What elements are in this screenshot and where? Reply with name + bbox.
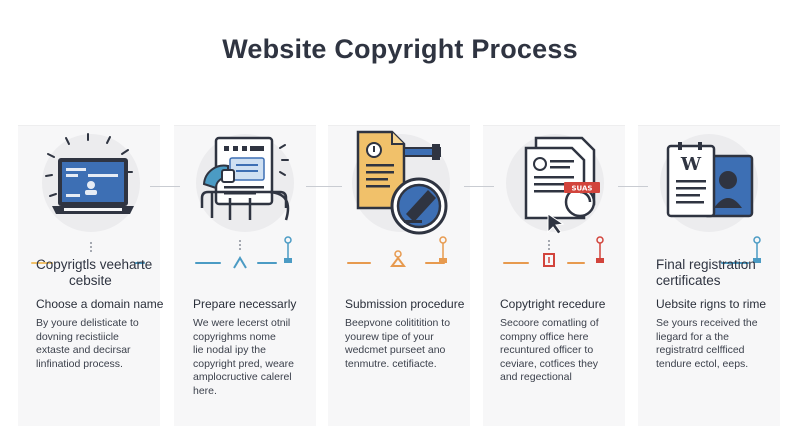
submission-badge-icon [346,128,456,238]
step-1-description: By youre delisticate to dovning recistii… [36,317,139,370]
timeline-marker-5 [753,236,761,263]
document-form-icon [190,128,300,238]
certificate-seal-icon: SUAS [500,128,610,238]
step-3-description: Beepvone colititition to yourew tipe of … [345,317,451,370]
connector-line [618,186,648,187]
timeline-marker-3 [390,236,447,267]
step-5-heading: Final registration certificates [656,257,756,288]
connector-line [464,186,494,187]
page-title: Website Copyright Process [222,34,578,64]
step-1-heading: Copyrigtls veeharte cebsite [36,257,153,288]
timeline-marker-2 [233,236,292,269]
step-2-description: We were lecerst otnil copyrighms nome li… [193,317,294,397]
step-3-subheading: Submission procedure [345,297,465,311]
step-1-subheading: Choose a domain name [36,297,164,311]
step-4-description: Secoore comatling of compny office here … [500,317,599,383]
step-5-subheading: Uebsite rigns to rime [656,297,767,311]
step-4-subheading: Copytright recedure [500,297,606,311]
connector-line [150,186,180,187]
step-2-subheading: Prepare necessarly [193,297,297,311]
timeline-track [31,236,761,269]
step-5-description: Se yours received the liegard for a the … [656,317,758,370]
timeline-marker-4 [543,236,604,267]
laptop-website-icon [36,128,146,238]
registration-profile-icon: W [654,128,764,238]
connector-line [306,186,342,187]
svg-text:W: W [680,154,702,175]
certificate-stamp-text: SUAS [572,185,593,193]
